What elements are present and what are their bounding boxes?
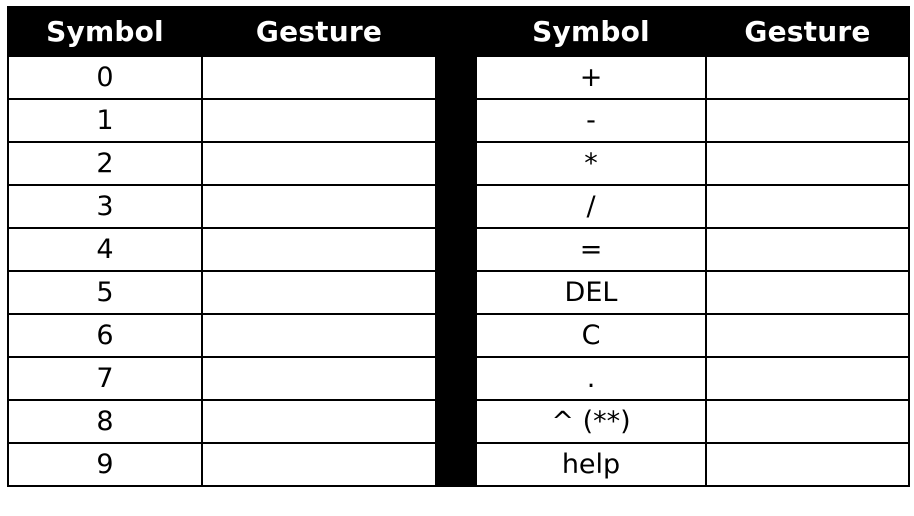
header-row: Symbol Gesture Symbol Gesture: [7, 6, 910, 57]
right-symbol-cell: ^ (**): [475, 399, 707, 444]
table-row: 0+: [7, 55, 910, 100]
right-gesture-cell: [705, 270, 910, 315]
right-gesture-cell: [705, 55, 910, 100]
left-symbol-cell: 7: [7, 356, 203, 401]
table-row: 4=: [7, 227, 910, 272]
header-left-gesture: Gesture: [201, 6, 437, 57]
left-gesture-cell: [201, 227, 437, 272]
table-row: 3/: [7, 184, 910, 229]
left-symbol-cell: 0: [7, 55, 203, 100]
left-gesture-cell: [201, 184, 437, 229]
column-divider: [435, 141, 477, 186]
table-row: 2*: [7, 141, 910, 186]
left-gesture-cell: [201, 313, 437, 358]
column-divider: [435, 6, 477, 57]
right-gesture-cell: [705, 313, 910, 358]
left-symbol-cell: 2: [7, 141, 203, 186]
right-symbol-cell: +: [475, 55, 707, 100]
left-gesture-cell: [201, 98, 437, 143]
table-row: 5 DEL: [7, 270, 910, 315]
right-symbol-cell: help: [475, 442, 707, 487]
right-symbol-cell: DEL: [475, 270, 707, 315]
left-gesture-cell: [201, 442, 437, 487]
left-gesture-cell: [201, 55, 437, 100]
left-symbol-cell: 8: [7, 399, 203, 444]
left-symbol-cell: 6: [7, 313, 203, 358]
right-gesture-cell: [705, 184, 910, 229]
header-right-gesture: Gesture: [705, 6, 910, 57]
column-divider: [435, 442, 477, 487]
symbol-gesture-table: Symbol Gesture Symbol Gesture 0+1-2*3/4=…: [7, 6, 910, 487]
left-symbol-cell: 1: [7, 98, 203, 143]
left-gesture-cell: [201, 356, 437, 401]
right-symbol-cell: =: [475, 227, 707, 272]
left-gesture-cell: [201, 399, 437, 444]
table-row: 8 ^ (**): [7, 399, 910, 444]
right-gesture-cell: [705, 98, 910, 143]
left-symbol-cell: 3: [7, 184, 203, 229]
left-symbol-cell: 9: [7, 442, 203, 487]
table-header: Symbol Gesture Symbol Gesture: [7, 6, 910, 57]
header-right-symbol: Symbol: [475, 6, 707, 57]
table-row: 1-: [7, 98, 910, 143]
table-row: 9 help: [7, 442, 910, 487]
column-divider: [435, 313, 477, 358]
right-symbol-cell: /: [475, 184, 707, 229]
left-symbol-cell: 5: [7, 270, 203, 315]
right-gesture-cell: [705, 227, 910, 272]
right-symbol-cell: C: [475, 313, 707, 358]
right-symbol-cell: *: [475, 141, 707, 186]
left-symbol-cell: 4: [7, 227, 203, 272]
right-gesture-cell: [705, 356, 910, 401]
column-divider: [435, 55, 477, 100]
column-divider: [435, 399, 477, 444]
left-gesture-cell: [201, 141, 437, 186]
right-symbol-cell: .: [475, 356, 707, 401]
column-divider: [435, 356, 477, 401]
table-row: 7.: [7, 356, 910, 401]
column-divider: [435, 98, 477, 143]
column-divider: [435, 227, 477, 272]
header-left-symbol: Symbol: [7, 6, 203, 57]
column-divider: [435, 184, 477, 229]
right-gesture-cell: [705, 141, 910, 186]
right-symbol-cell: -: [475, 98, 707, 143]
right-gesture-cell: [705, 442, 910, 487]
right-gesture-cell: [705, 399, 910, 444]
left-gesture-cell: [201, 270, 437, 315]
column-divider: [435, 270, 477, 315]
